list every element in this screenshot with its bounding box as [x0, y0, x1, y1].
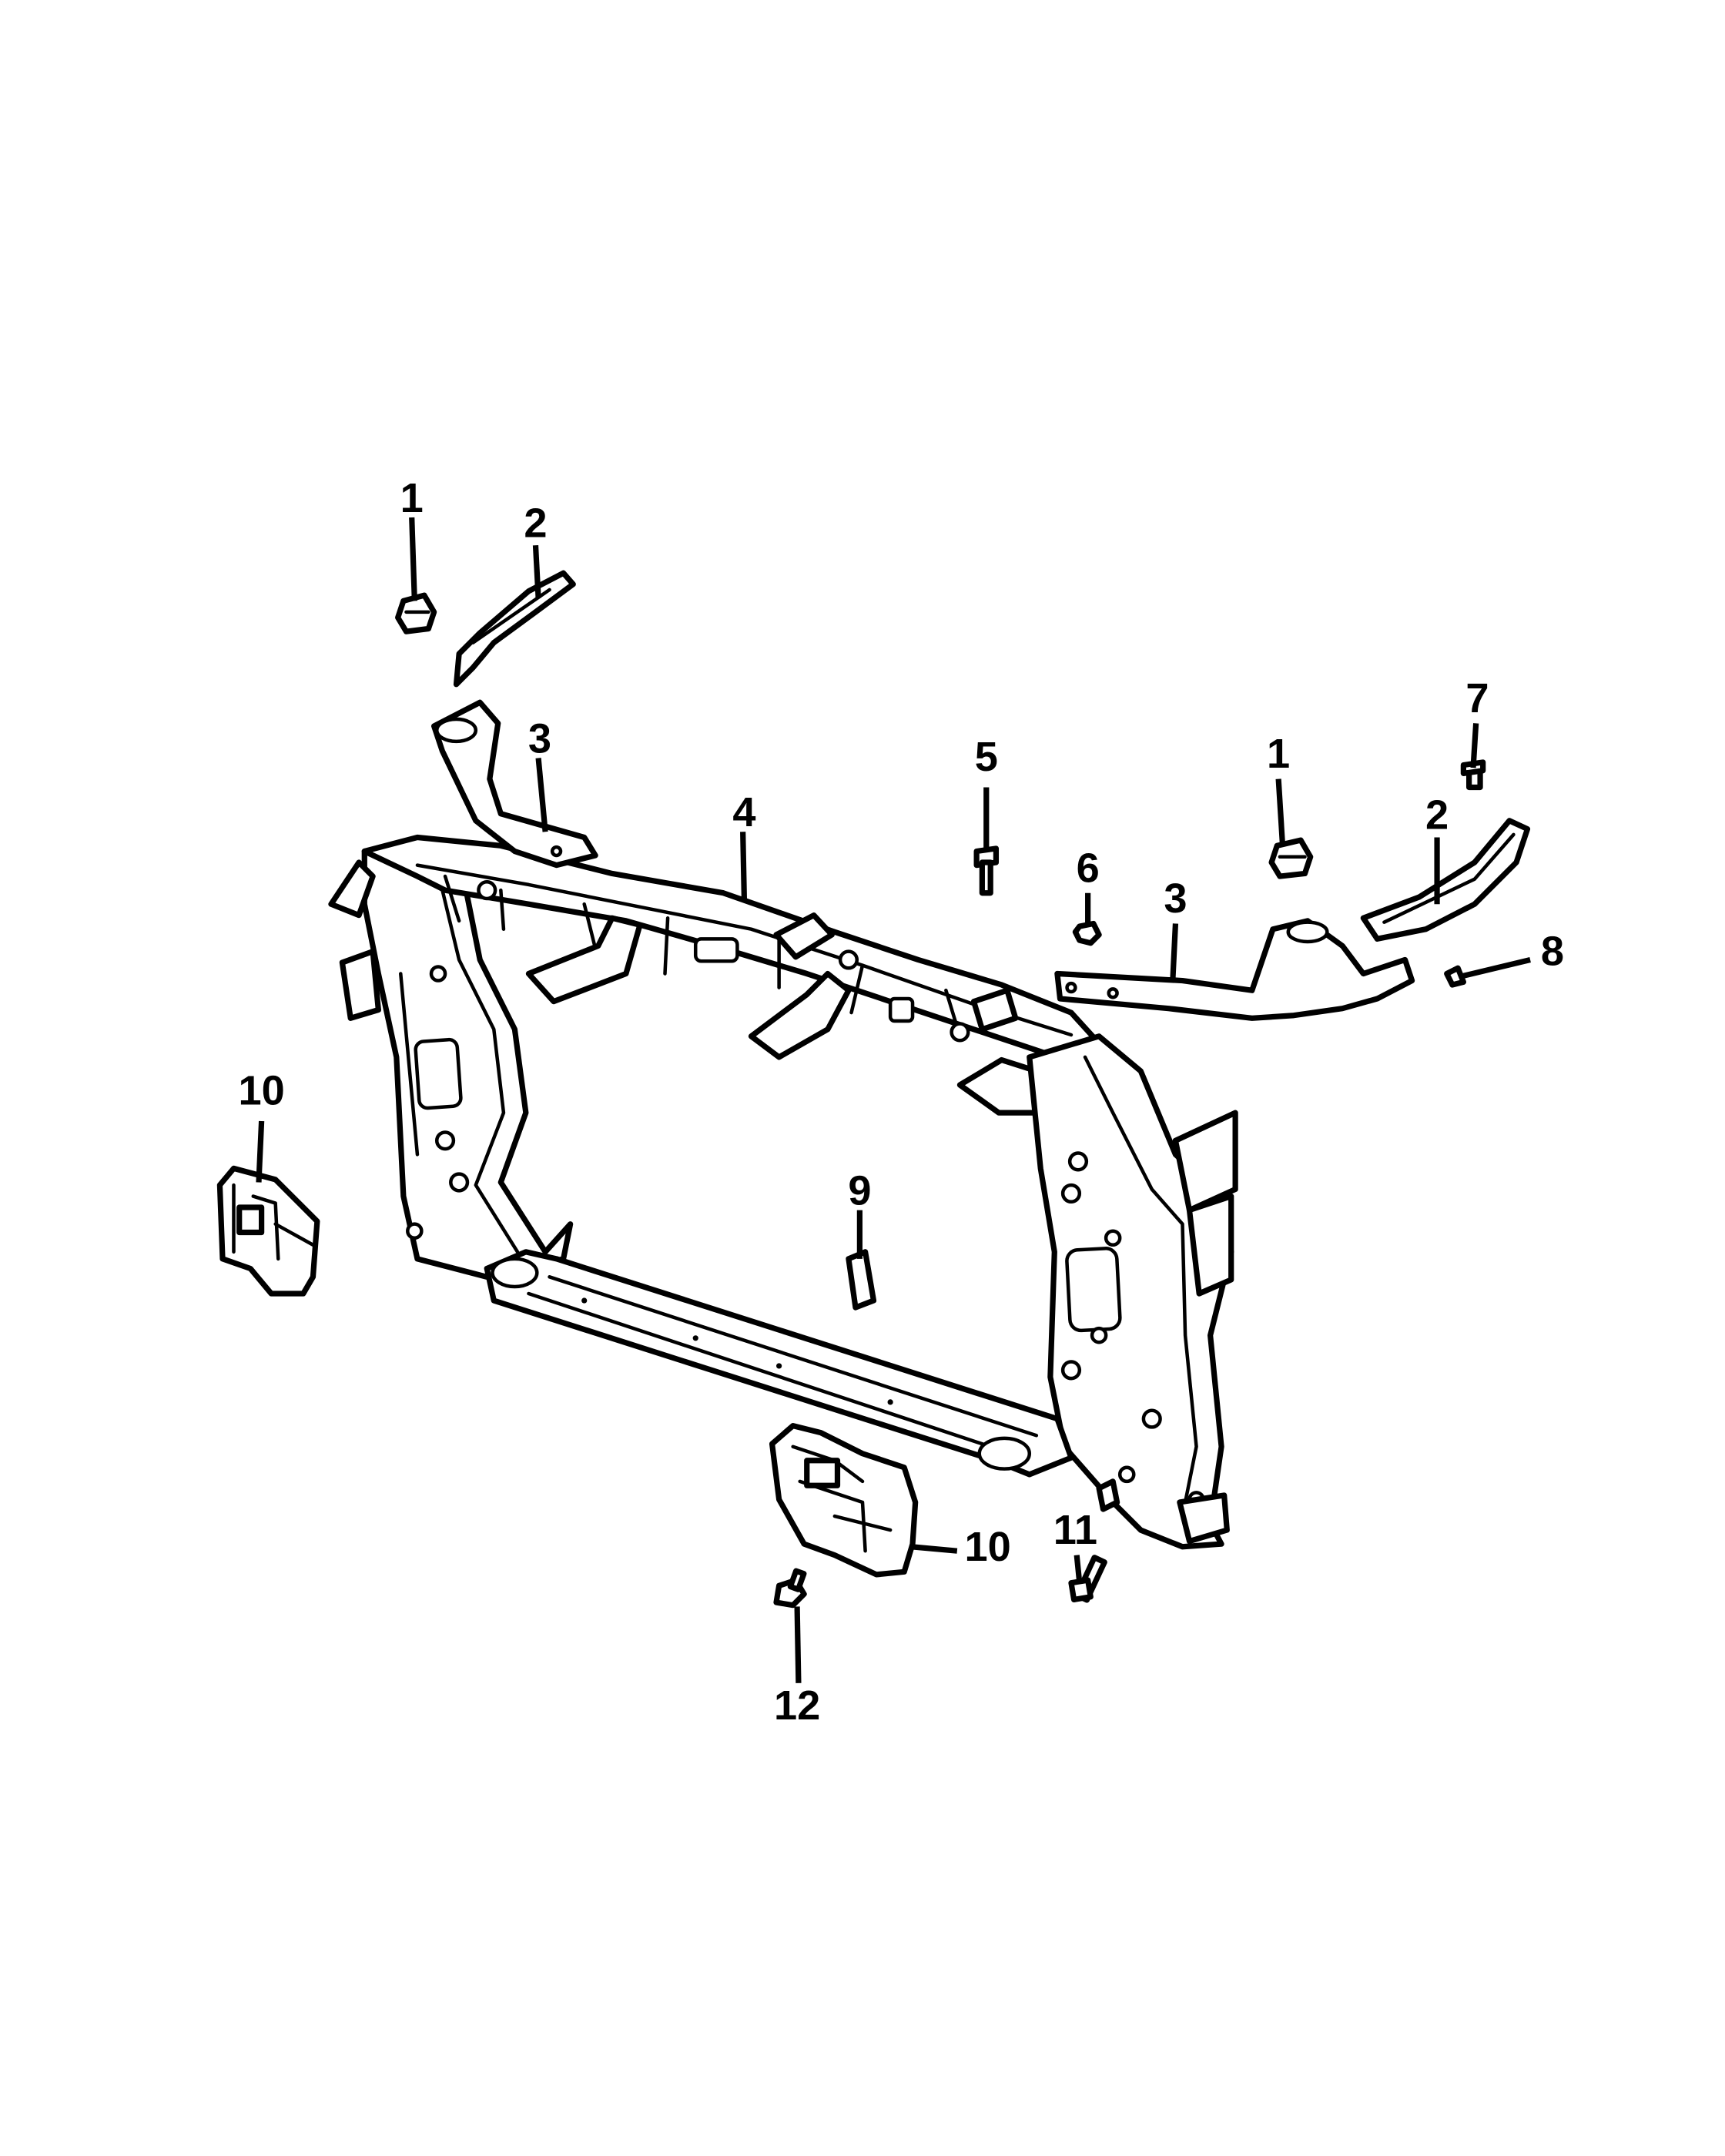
- radiator-support-frame: [328, 834, 1238, 1550]
- upper-arm-left-3: [431, 699, 598, 869]
- callout-7: 7: [1465, 675, 1489, 721]
- push-pin-8: [1444, 965, 1466, 988]
- mount-bracket-left-10: [216, 1165, 320, 1297]
- bolt-12: [773, 1568, 807, 1609]
- mount-bracket-center-10: [769, 1423, 919, 1578]
- callout-6: 6: [1077, 845, 1100, 891]
- callout-3-left: 3: [528, 715, 551, 762]
- callout-12: 12: [774, 1682, 820, 1729]
- callout-8: 8: [1541, 929, 1564, 975]
- callout-2-left: 2: [524, 500, 547, 546]
- clip-9: [846, 1249, 877, 1311]
- bolt-11: [1068, 1555, 1107, 1603]
- callout-4: 4: [732, 789, 755, 835]
- bracket-left-2: [453, 570, 576, 688]
- callout-1-left: 1: [400, 475, 424, 521]
- callout-3-right: 3: [1164, 875, 1187, 922]
- callout-1-right: 1: [1267, 731, 1290, 777]
- upper-arm-right-3: [1054, 918, 1415, 1021]
- callout-5: 5: [975, 734, 998, 780]
- clip-right: [1268, 837, 1314, 879]
- leader-lines: [256, 517, 1531, 1683]
- callout-labels: 1 2 3 4 5 1 7 2 6 3 8 10 9 10 11 12: [238, 475, 1564, 1729]
- bracket-right-2: [1360, 818, 1531, 942]
- nut-6: [1072, 920, 1102, 946]
- callout-2-right: 2: [1425, 792, 1449, 839]
- callout-10-center: 10: [964, 1524, 1010, 1570]
- callout-9: 9: [848, 1167, 871, 1214]
- bolt-5: [973, 845, 1000, 896]
- callout-10-left: 10: [238, 1067, 284, 1113]
- clip-left: [395, 592, 437, 634]
- callout-11: 11: [1053, 1507, 1097, 1553]
